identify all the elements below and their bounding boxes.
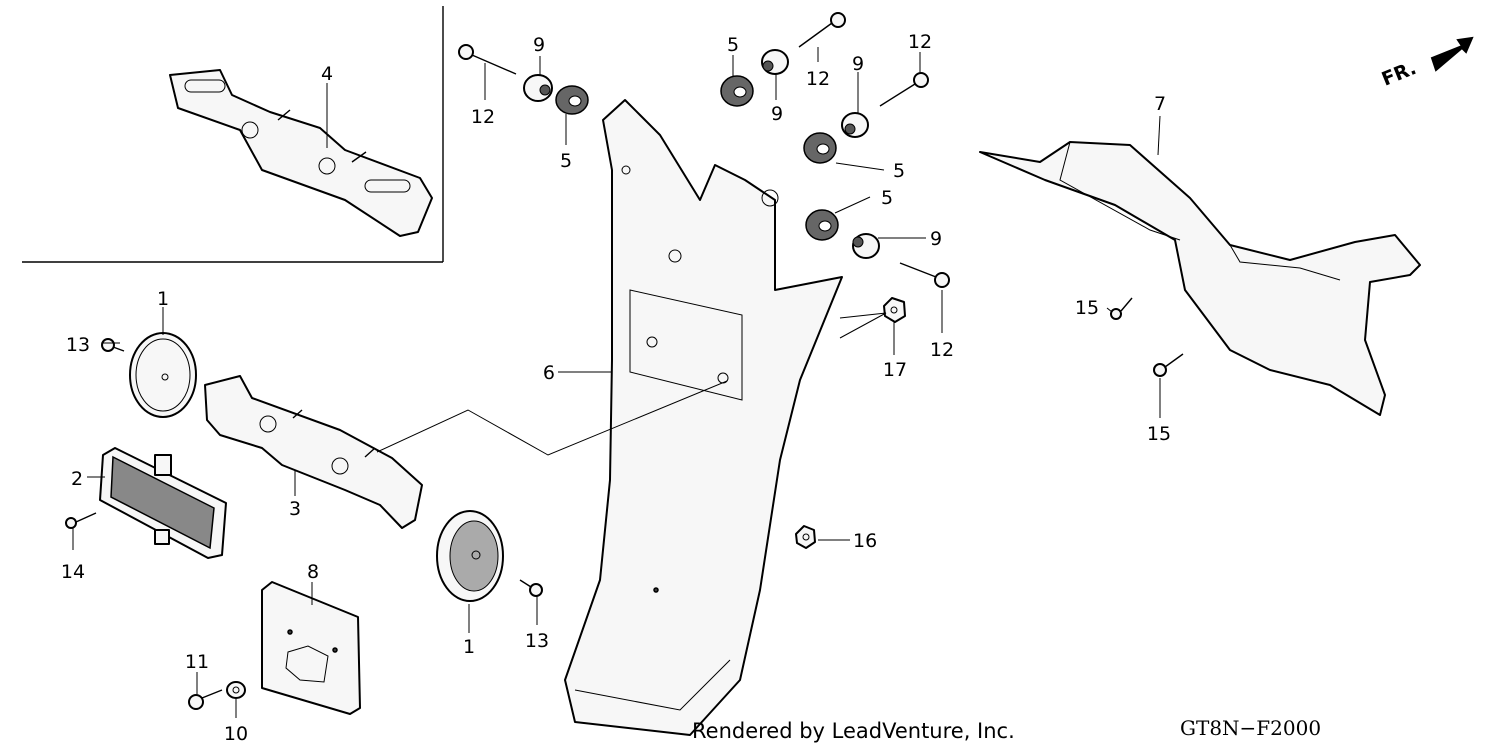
front-direction-arrow-icon: FR.	[1379, 36, 1474, 91]
callout-7: 7	[1154, 93, 1166, 115]
callout-11: 11	[185, 651, 209, 673]
direction-label: FR.	[1379, 57, 1420, 91]
callout-2: 2	[71, 468, 83, 490]
callout-17: 17	[883, 359, 907, 381]
callout-12-c: 12	[908, 31, 932, 53]
part-12-bolt-c[interactable]	[879, 72, 929, 107]
callout-5-a: 5	[560, 150, 572, 172]
part-12-bolt-b[interactable]	[798, 12, 846, 48]
part-2-rectangular-reflector[interactable]	[99, 447, 227, 559]
part-9-collar-d[interactable]	[852, 233, 880, 259]
part-10-washer[interactable]	[226, 681, 246, 699]
callout-5-b: 5	[727, 34, 739, 56]
callout-4: 4	[321, 63, 333, 85]
callout-3: 3	[289, 498, 301, 520]
callout-labels: 4 1 13 2 3 14 8 1 11 10 13 6 12 9 5 5 9 …	[61, 31, 1171, 745]
part-13-screw-center[interactable]	[519, 579, 543, 597]
part-12-bolt-d[interactable]	[899, 262, 950, 288]
part-5-grommet-a[interactable]	[555, 85, 589, 115]
callout-12-d: 12	[930, 339, 954, 361]
callout-1-bottom: 1	[463, 636, 475, 658]
callout-15-lower: 15	[1147, 423, 1171, 445]
callout-12-b: 12	[806, 68, 830, 90]
callout-8: 8	[307, 561, 319, 583]
part-13-screw-left[interactable]	[101, 338, 125, 352]
part-15-screw-lower[interactable]	[1153, 353, 1184, 377]
render-credit: Rendered by LeadVenture, Inc.	[692, 719, 1015, 743]
callout-15-upper: 15	[1075, 297, 1099, 319]
part-1-round-reflector-lower[interactable]	[436, 510, 504, 602]
part-1-round-reflector[interactable]	[129, 332, 197, 418]
part-9-collar-b[interactable]	[761, 49, 789, 75]
part-14-screw[interactable]	[65, 512, 97, 529]
callout-9-a: 9	[533, 34, 545, 56]
callout-9-c: 9	[852, 53, 864, 75]
part-4-license-bracket-inset[interactable]	[169, 69, 433, 237]
leader-lines	[72, 47, 1161, 718]
callout-6: 6	[543, 362, 555, 384]
part-6-rear-fender[interactable]	[564, 99, 843, 736]
callout-9-b: 9	[771, 103, 783, 125]
part-12-bolt-a[interactable]	[458, 44, 517, 75]
callout-16: 16	[853, 530, 877, 552]
part-9-collar-a[interactable]	[523, 74, 553, 102]
callout-10: 10	[224, 723, 248, 745]
callout-13-center: 13	[525, 630, 549, 652]
part-16-nut[interactable]	[795, 525, 816, 549]
part-9-collar-c[interactable]	[841, 112, 869, 138]
callout-9-d: 9	[930, 228, 942, 250]
inset-frame	[22, 6, 444, 263]
part-11-bolt[interactable]	[188, 689, 223, 710]
part-8-license-plate-base[interactable]	[261, 581, 361, 715]
part-15-screw-upper[interactable]	[1110, 297, 1133, 320]
callout-5-d: 5	[881, 187, 893, 209]
part-3-reflector-bracket[interactable]	[204, 375, 423, 529]
part-5-grommet-d[interactable]	[805, 209, 839, 241]
callout-12-a: 12	[471, 106, 495, 128]
diagram-code: GT8N−F2000	[1180, 716, 1322, 740]
callout-14: 14	[61, 561, 85, 583]
part-7-splash-guard[interactable]	[979, 141, 1421, 416]
part-5-grommet-c[interactable]	[803, 132, 837, 164]
callout-5-c: 5	[893, 160, 905, 182]
part-5-grommet-b[interactable]	[720, 75, 754, 107]
callout-13-left: 13	[66, 334, 90, 356]
part-17-nut[interactable]	[883, 297, 906, 323]
callout-1-top: 1	[157, 288, 169, 310]
